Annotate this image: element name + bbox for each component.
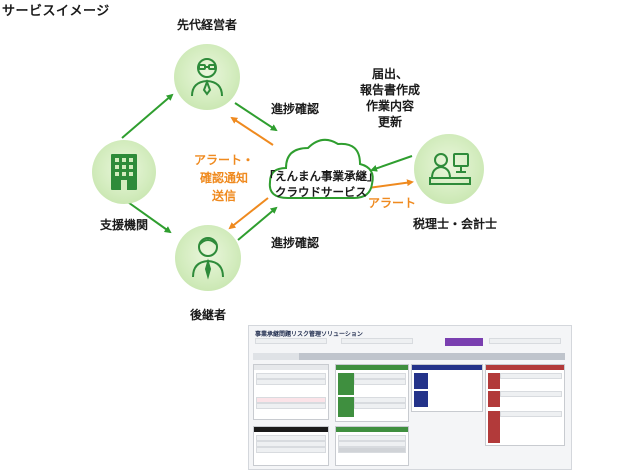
screenshot-row <box>338 435 406 441</box>
successor-circle <box>175 225 241 291</box>
product-screenshot: 事業承継問題リスク管理ソリューション <box>248 325 572 470</box>
screenshot-right-panel-1 <box>411 364 483 412</box>
screenshot-row <box>414 391 428 407</box>
screenshot-row <box>500 391 562 397</box>
arrow-cloud-to-tax <box>367 179 414 189</box>
arrow-tax-to-cloud <box>370 155 413 172</box>
businessperson-icon <box>192 237 224 280</box>
cloud-line2: クラウドサービス <box>275 185 367 199</box>
screenshot-left2-title <box>254 427 328 432</box>
screenshot-tab <box>397 353 443 360</box>
tax-circle <box>414 134 484 204</box>
screenshot-row <box>256 447 326 453</box>
screenshot-tab <box>349 353 395 360</box>
cloud-line1: 「えんまん事業承継」 <box>263 169 379 183</box>
alert-left-line2: 確認通知 <box>199 171 248 185</box>
screenshot-right-panel-2 <box>485 364 565 446</box>
support-label: 支援機関 <box>99 218 148 232</box>
screenshot-row <box>256 435 326 441</box>
predecessor-circle <box>174 44 240 110</box>
screenshot-row <box>256 441 326 447</box>
screenshot-row <box>338 397 354 417</box>
building-icon <box>111 154 137 190</box>
support-circle <box>92 140 156 204</box>
screenshot-field <box>255 338 327 344</box>
screenshot-tab <box>253 353 299 360</box>
alert-right-label: アラート <box>368 196 417 210</box>
screenshot-mid-title <box>336 365 408 370</box>
screenshot-row <box>354 397 406 403</box>
elderly-person-icon <box>191 58 223 97</box>
screenshot-row <box>256 397 326 403</box>
screenshot-field <box>489 338 561 344</box>
screenshot-mid2-title <box>336 427 408 432</box>
screenshot-row <box>338 373 354 395</box>
screenshot-row <box>354 379 406 385</box>
arrow-predecessor-to-cloud <box>234 102 278 132</box>
filing-line4: 更新 <box>377 115 402 129</box>
screenshot-tab <box>301 353 347 360</box>
arrow-cloud-to-successor <box>228 197 269 230</box>
arrow-successor-to-cloud <box>237 206 278 241</box>
screenshot-row <box>338 441 406 447</box>
screenshot-row <box>414 373 428 389</box>
progress-top-label: 進捗確認 <box>271 102 320 116</box>
screenshot-tabbar <box>253 353 565 360</box>
progress-bottom-label: 進捗確認 <box>271 236 320 250</box>
filing-line3: 作業内容 <box>365 99 414 113</box>
screenshot-row <box>354 373 406 379</box>
screenshot-left-title <box>254 365 328 370</box>
screenshot-row <box>488 411 500 427</box>
accountant-desk-icon <box>429 153 471 185</box>
screenshot-row <box>256 373 326 379</box>
alert-left-label: アラート・ 確認通知 送信 <box>186 151 262 205</box>
screenshot-row <box>488 373 500 389</box>
screenshot-row <box>500 411 562 417</box>
alert-left-line1: アラート・ <box>193 153 254 167</box>
alert-left-line3: 送信 <box>211 189 236 203</box>
filing-line2: 報告書作成 <box>359 83 420 97</box>
arrow-support-to-predecessor <box>121 93 174 139</box>
screenshot-right2-title <box>486 365 564 370</box>
successor-label: 後継者 <box>189 308 226 322</box>
screenshot-row <box>500 373 562 379</box>
screenshot-left-panel <box>253 364 329 420</box>
cloud-service-shape <box>268 138 374 199</box>
screenshot-row <box>256 379 326 385</box>
screenshot-right1-title <box>412 365 482 370</box>
screenshot-mid-panel <box>335 364 409 422</box>
filing-line1: 届出、 <box>371 67 408 81</box>
tax-label: 税理士・会計士 <box>412 217 497 231</box>
screenshot-row <box>256 403 326 409</box>
screenshot-row <box>354 403 406 409</box>
arrow-cloud-to-predecessor <box>230 116 274 146</box>
arrow-support-to-successor <box>124 199 172 234</box>
predecessor-label: 先代経営者 <box>176 18 237 32</box>
screenshot-field <box>341 338 413 344</box>
screenshot-header: 事業承継問題リスク管理ソリューション <box>255 331 363 338</box>
screenshot-row <box>488 391 500 407</box>
screenshot-mid-panel-2 <box>335 426 409 466</box>
screenshot-row <box>338 447 406 453</box>
screenshot-button <box>445 338 483 346</box>
screenshot-left-panel-2 <box>253 426 329 466</box>
screenshot-row <box>488 427 500 443</box>
page-title: サービスイメージ <box>2 4 110 19</box>
filing-label: 届出、 報告書作成 作業内容 更新 <box>350 66 430 130</box>
